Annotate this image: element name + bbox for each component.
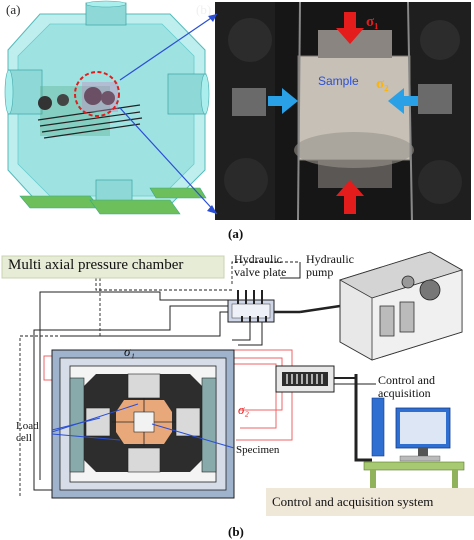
hydraulic-valve-plate-label: Hydraulic valve plate: [234, 252, 287, 279]
chamber-schematic: [51, 349, 235, 499]
system-label: Control and acquisition system: [272, 494, 434, 509]
diagram-sigma1-label: σ₁: [124, 344, 135, 359]
chamber-title: Multi axial pressure chamber: [8, 257, 184, 273]
sample-photo: [215, 1, 471, 221]
control-acquisition-label: Control and acquisition: [378, 373, 435, 400]
control-acquisition-unit: [275, 365, 376, 462]
pump-icon: [338, 251, 464, 361]
specimen-label: Specimen: [236, 444, 280, 456]
blue-arrow-icon: [268, 88, 418, 114]
photo-sigma1-label: σ₁: [366, 14, 379, 30]
panel-label-a: (a): [6, 2, 21, 17]
hydraulic-valve-plate: [227, 290, 341, 323]
load-cell-label: Load cell: [16, 420, 39, 444]
red-dashed-circle-icon: [74, 71, 120, 117]
photo-sample-label: Sample: [318, 74, 359, 88]
chamber-3d-render: [2, 0, 216, 222]
red-arrow-icon: [336, 12, 364, 214]
diagram-sigma2-label: σ₂: [238, 402, 249, 417]
caption-a: (a): [228, 226, 244, 241]
caption-b: (b): [228, 524, 244, 539]
hydraulic-pump-label: Hydraulic pump: [306, 252, 354, 279]
photo-sigma2-label: σ₂: [376, 76, 389, 92]
computer-icon: [363, 397, 465, 488]
panel-label-b: (b): [196, 2, 212, 17]
